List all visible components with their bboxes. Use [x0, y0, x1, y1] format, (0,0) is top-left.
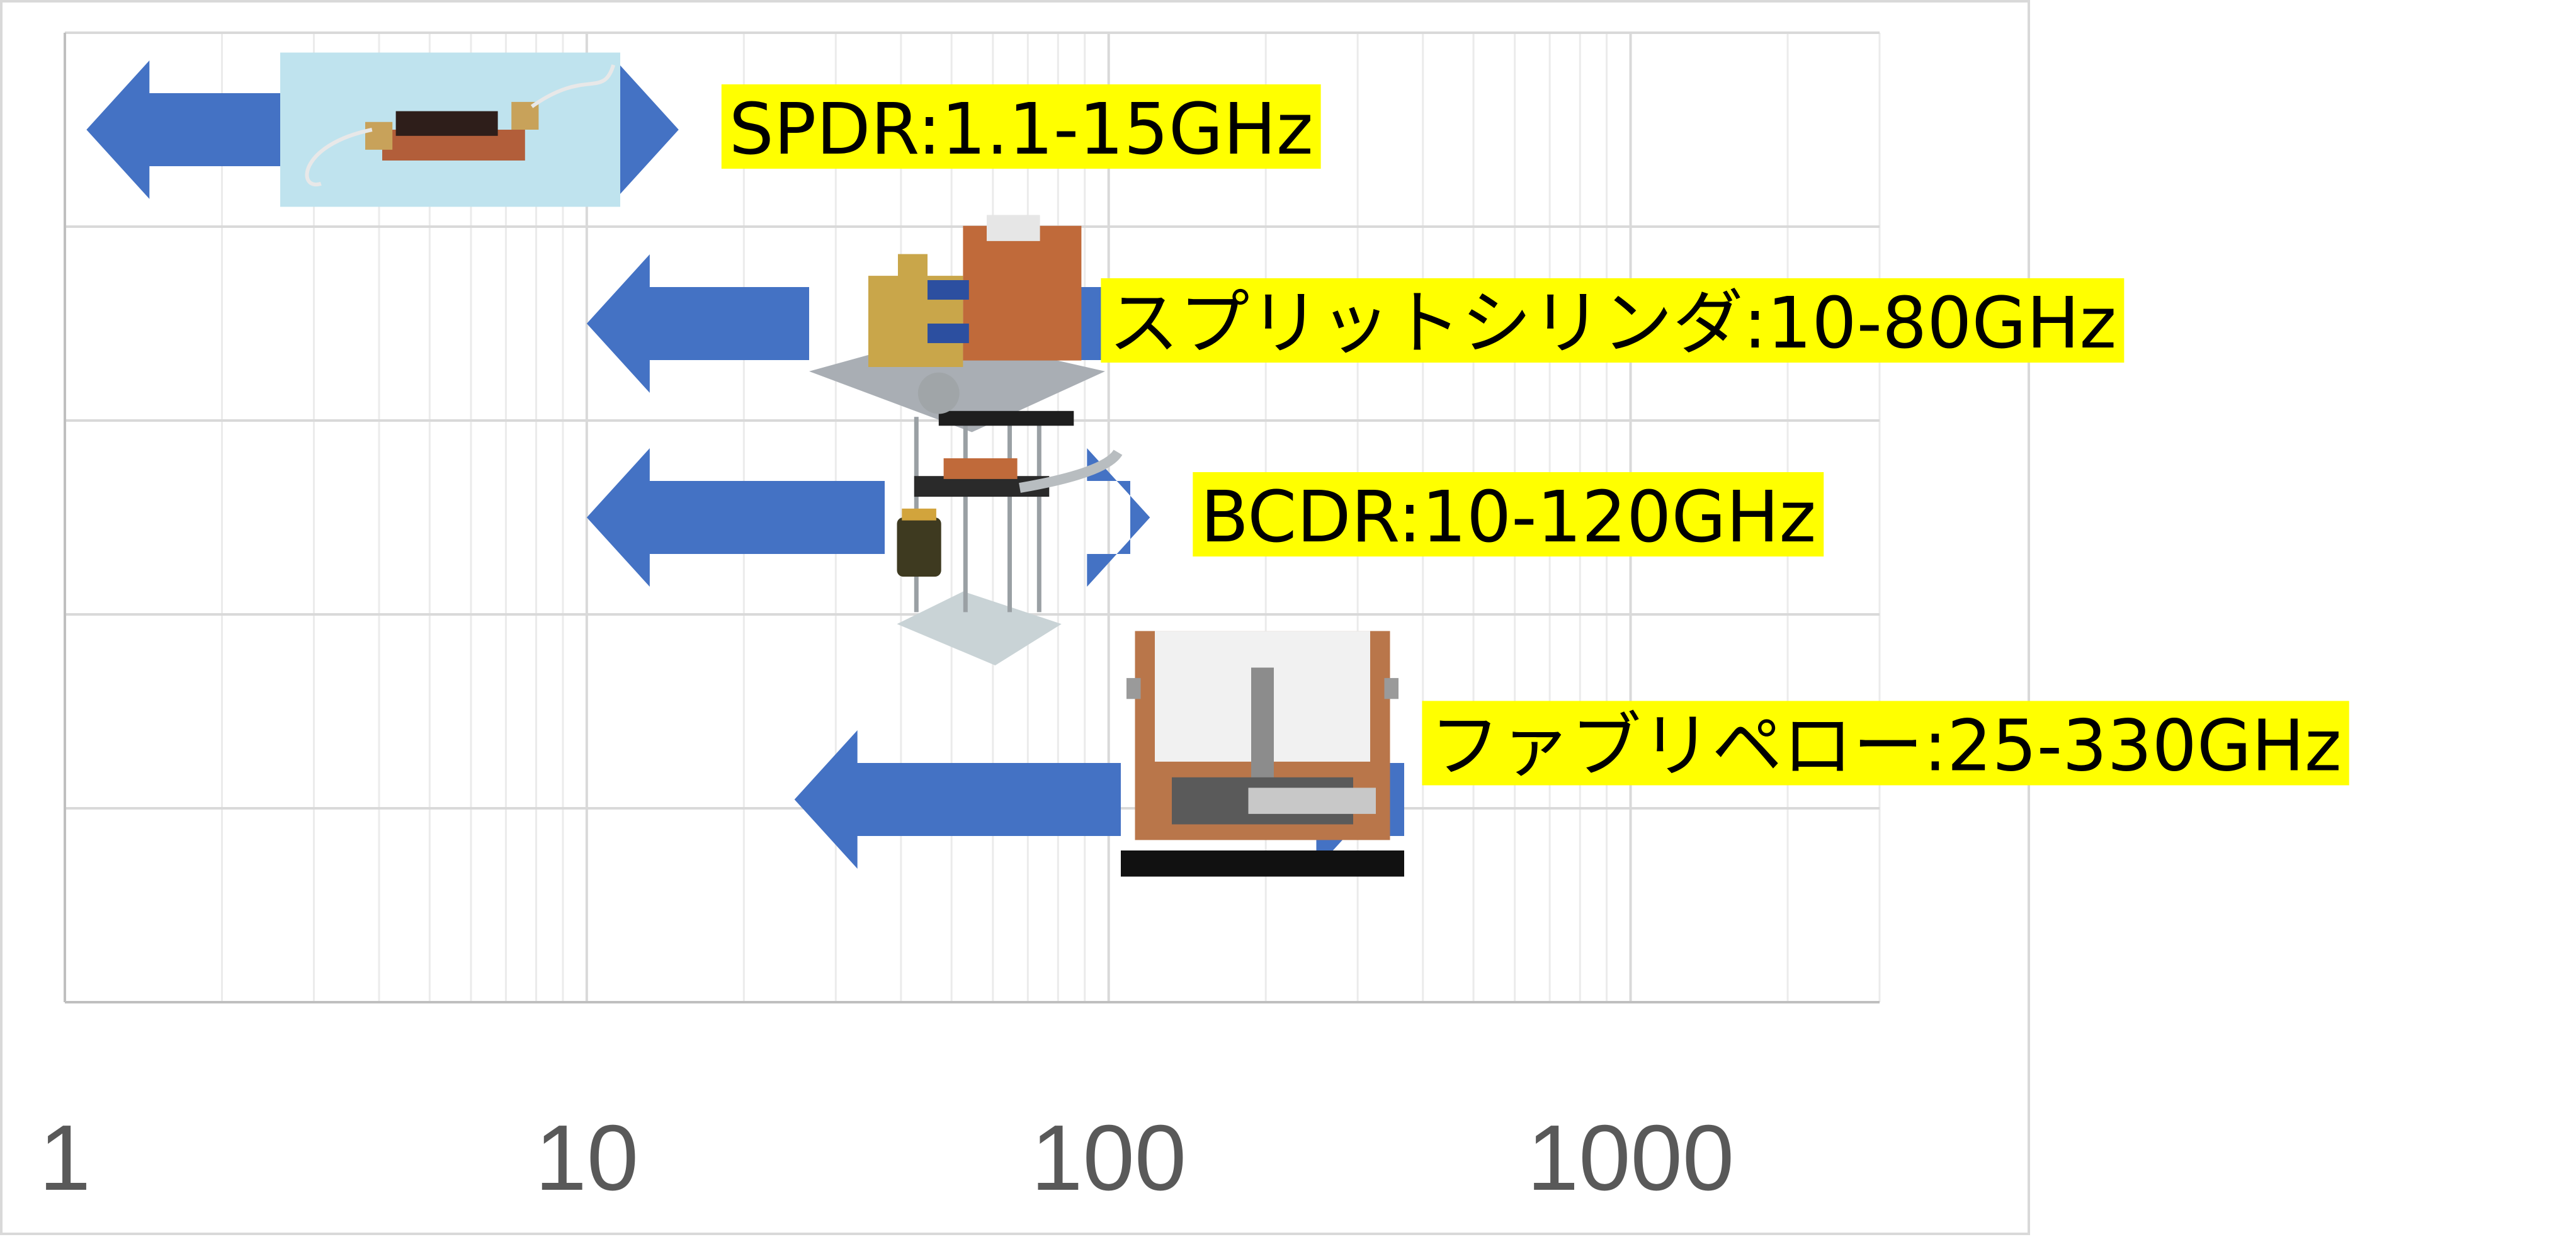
range-label: スプリットシリンダ:10-80GHz: [1108, 283, 2116, 364]
range-label-highlight: [721, 84, 1321, 169]
x-tick-label: 100: [1031, 1106, 1186, 1210]
range-label: SPDR:1.1-15GHz: [729, 89, 1314, 171]
x-tick-label: 1: [39, 1106, 91, 1210]
x-axis: 1 10 100 1000: [39, 33, 1880, 1210]
range-label: BCDR:10-120GHz: [1200, 477, 1816, 558]
range-row: ファブリペロー:25-330GHz: [794, 631, 2349, 877]
range-label-highlight: [1101, 278, 2125, 363]
range-label-highlight: [1193, 472, 1824, 556]
x-tick-label: 10: [535, 1106, 639, 1210]
x-tick-label: 1000: [1527, 1106, 1734, 1210]
fabry-perot-photo: [1121, 631, 1404, 877]
spdr-resonator-photo: [280, 52, 620, 207]
range-label: ファブリペロー:25-330GHz: [1429, 705, 2341, 787]
range-series: SPDR:1.1-15GHz スプリットシリンダ:10-80GHzBCDR:10-…: [86, 52, 2349, 877]
range-row: スプリットシリンダ:10-80GHz: [586, 215, 2125, 432]
range-min-arrow: [586, 448, 885, 587]
range-label-highlight: [1422, 701, 2349, 786]
range-max-arrow: [1087, 448, 1150, 587]
range-min-arrow: [86, 60, 281, 199]
range-row: SPDR:1.1-15GHz: [86, 52, 1321, 207]
bcdr-resonator-photo: [897, 372, 1123, 665]
split-cylinder-photo: [809, 215, 1105, 432]
range-min-arrow: [794, 730, 1121, 869]
range-row: BCDR:10-120GHz: [586, 372, 1824, 665]
range-max-arrow: [615, 60, 679, 199]
range-min-arrow: [586, 254, 809, 393]
